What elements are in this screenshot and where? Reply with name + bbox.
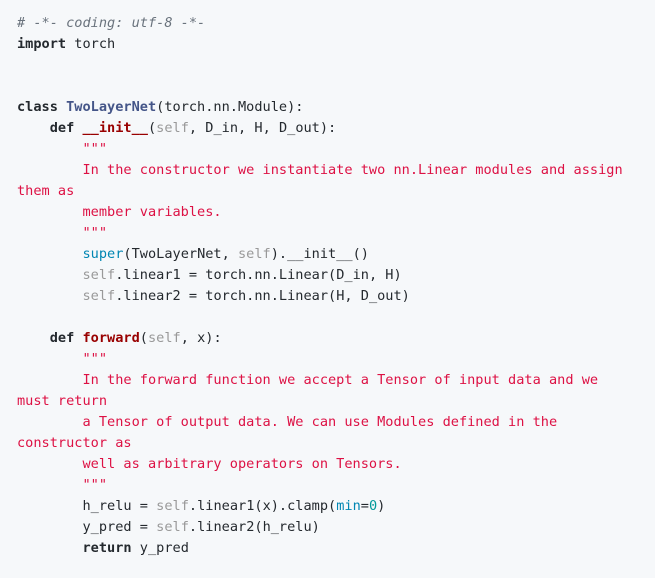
code-line-4	[17, 76, 655, 97]
code-line-11: """	[17, 223, 655, 244]
code-line-13: self.linear1 = torch.nn.Linear(D_in, H)	[17, 265, 655, 286]
code-line-23: """	[17, 475, 655, 496]
self-param-forward: self	[147, 330, 181, 346]
self-super: self	[237, 246, 271, 262]
code-line-10: member variables.	[17, 202, 655, 223]
y-pred-assign: y_pred =	[82, 519, 157, 535]
docstring-2-line-2: must return	[17, 393, 108, 409]
code-line-6: def __init__(self, D_in, H, D_out):	[49, 120, 337, 136]
code-line-12: super(TwoLayerNet, self).__init__()	[17, 244, 655, 265]
code-line-24: h_relu = self.linear1(x).clamp(min=0)	[17, 496, 655, 517]
self-y-pred: self	[156, 519, 189, 535]
h-relu-call: .linear1(x).clamp(	[188, 498, 337, 514]
module-torch: torch	[66, 36, 116, 52]
docstring-1-line-3: member variables.	[17, 204, 222, 220]
builtin-super: super	[82, 246, 124, 262]
docstring-close-1: """	[82, 225, 108, 241]
keyword-def-forward: def	[49, 330, 75, 346]
code-line-20: a Tensor of output data. We can use Modu…	[17, 412, 655, 433]
keyword-import: import	[17, 36, 67, 52]
docstring-1-line-2: them as	[17, 183, 75, 199]
code-line-8: In the constructor we instantiate two nn…	[17, 160, 655, 181]
code-line-2: import torch	[17, 34, 655, 55]
self-h-relu: self	[156, 498, 189, 514]
docstring-2-line-1: In the forward function we accept a Tens…	[17, 372, 599, 388]
linear1-assign: .linear1 = torch.nn.Linear(D_in, H)	[115, 267, 402, 283]
self-linear2: self	[82, 288, 116, 304]
function-forward: forward	[82, 330, 140, 346]
code-line-16: def forward(self, x):	[49, 330, 222, 346]
self-linear1: self	[82, 267, 116, 283]
code-line-17: """	[17, 349, 655, 370]
code-line-22: well as arbitrary operators on Tensors.	[17, 454, 655, 475]
linear2-assign: .linear2 = torch.nn.Linear(H, D_out)	[115, 288, 410, 304]
code-line-19: must return	[17, 391, 655, 412]
y-pred-call: .linear2(h_relu)	[188, 519, 320, 535]
h-relu-assign: h_relu =	[82, 498, 157, 514]
code-line-21: constructor as	[17, 433, 655, 454]
code-line-18: In the forward function we accept a Tens…	[17, 370, 655, 391]
super-tail: ).__init__()	[270, 246, 369, 262]
keyword-class: class	[17, 99, 58, 115]
code-line-5: class TwoLayerNet(torch.nn.Module):	[17, 97, 655, 118]
forward-params: , x):	[180, 330, 222, 346]
number-zero: 0	[368, 498, 378, 514]
keyword-def-init: def	[49, 120, 75, 136]
docstring-2-line-3: a Tensor of output data. We can use Modu…	[17, 414, 558, 430]
code-line-3	[17, 55, 655, 76]
docstring-1-line-1: In the constructor we instantiate two nn…	[17, 162, 623, 178]
docstring-open-2: """	[82, 351, 108, 367]
return-value: y_pred	[131, 540, 189, 556]
equals-sign: =	[360, 498, 369, 514]
code-line-14: self.linear2 = torch.nn.Linear(H, D_out)	[17, 286, 655, 307]
code-line-1: # -*- coding: utf-8 -*-	[17, 13, 655, 34]
self-param-init: self	[156, 120, 189, 136]
docstring-open-1: """	[82, 141, 108, 157]
class-name: TwoLayerNet	[66, 99, 157, 115]
code-line-25: y_pred = self.linear2(h_relu)	[17, 517, 655, 538]
docstring-2-line-5: well as arbitrary operators on Tensors.	[17, 456, 402, 472]
docstring-close-2: """	[82, 477, 108, 493]
class-base: (torch.nn.Module):	[156, 99, 304, 115]
super-args: (TwoLayerNet,	[123, 246, 238, 262]
keyword-return: return	[82, 540, 132, 556]
function-init: __init__	[82, 120, 148, 136]
comment-encoding: # -*- coding: utf-8 -*-	[17, 15, 206, 31]
code-line-7: """	[17, 139, 655, 160]
kwarg-min: min	[336, 498, 361, 514]
code-line-15	[17, 307, 655, 328]
docstring-2-line-4: constructor as	[17, 435, 132, 451]
close-paren: )	[377, 498, 386, 514]
code-line-9: them as	[17, 181, 655, 202]
init-params: , D_in, H, D_out):	[188, 120, 337, 136]
code-line-26: return y_pred	[17, 538, 655, 559]
